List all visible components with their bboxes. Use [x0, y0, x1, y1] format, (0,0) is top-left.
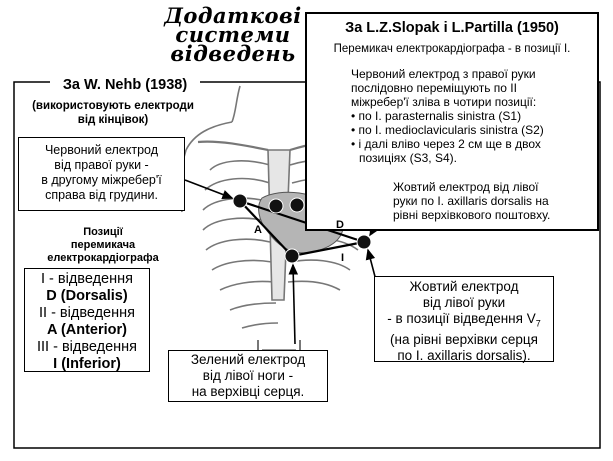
- position-s1: • по І. parasternalis sinistra (S1): [351, 109, 599, 123]
- lead-d-label: D (Dorsalis): [25, 288, 149, 305]
- electrode-right-arm: [233, 194, 247, 208]
- lead-a-label: A (Anterior): [25, 322, 149, 339]
- slopak-red-electrode-text: Червоний електрод з правої руки послідов…: [351, 67, 599, 165]
- lead-positions-box: I - відведення D (Dorsalis) II - відведе…: [24, 268, 150, 372]
- triangle-label-a: A: [254, 224, 262, 236]
- position-s2: • по І. medioclavicularis sinistra (S2): [351, 123, 599, 137]
- slopak-heading: За L.Z.Slopak і L.Partilla (1950): [307, 20, 597, 36]
- electrode-s1: [269, 199, 283, 213]
- green-electrode-box: Зелений електрод від лівої ноги - на вер…: [168, 350, 328, 402]
- nehb-yellow-electrode-box: Жовтий електрод від лівої руки - в позиц…: [374, 276, 554, 362]
- switch-positions-heading: Позиції перемикача електрокардіографа: [18, 226, 188, 265]
- slopak-box: За L.Z.Slopak і L.Partilla (1950) Переми…: [305, 12, 599, 231]
- slopak-switch-note: Перемикач електрокардіографа - в позиції…: [307, 43, 597, 55]
- page-title: Додаткові системи відведень: [158, 6, 308, 63]
- slopak-yellow-electrode-text: Жовтий електрод від лівої руки по І. axi…: [393, 180, 599, 222]
- triangle-label-d: D: [336, 219, 344, 231]
- position-s3-s4: • і далі вліво через 2 см ще в двох: [351, 137, 599, 151]
- nehb-note: (використовують електроди від кінцівок): [18, 99, 208, 127]
- electrode-left-arm: [357, 235, 371, 249]
- triangle-label-i: I: [341, 252, 344, 264]
- nehb-heading: За W. Nehb (1938): [50, 77, 200, 93]
- electrode-left-leg: [285, 249, 299, 263]
- electrode-s2: [290, 198, 304, 212]
- nehb-red-electrode-box: Червоний електрод від правої руки - в др…: [18, 137, 185, 211]
- lead-i-label: I (Inferior): [25, 356, 149, 373]
